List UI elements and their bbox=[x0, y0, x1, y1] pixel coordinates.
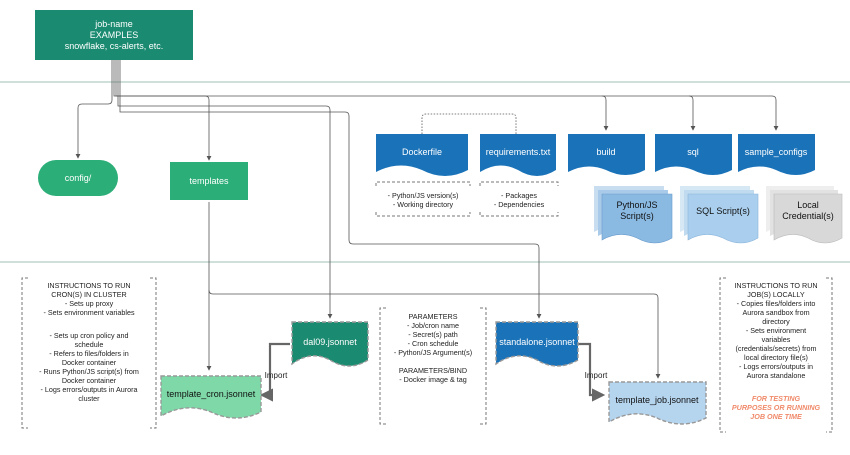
param-line: PARAMETERS/BIND bbox=[398, 366, 468, 375]
param-line: - Docker image & tag bbox=[399, 375, 467, 384]
cron-instr-line: - Sets environment variables bbox=[43, 308, 135, 317]
sample-configs-label: sample_configs bbox=[745, 147, 808, 157]
requirements-notes: - Packages - Dependencies bbox=[482, 191, 556, 209]
sql-stack-line-1: SQL Script(s) bbox=[696, 206, 750, 216]
cron-instr-spacer bbox=[28, 317, 150, 331]
local-instr-line: directory bbox=[762, 317, 790, 326]
local-instr-line: local directory file(s) bbox=[744, 353, 808, 362]
local-instr-line: Aurora sandbox from bbox=[742, 308, 810, 317]
credentials-stack-line-1: Local bbox=[797, 200, 819, 210]
param-line: PARAMETERS bbox=[408, 312, 458, 321]
dockerfile-label: Dockerfile bbox=[402, 147, 442, 157]
requirements-node: requirements.txt bbox=[480, 134, 556, 176]
import-arrow-cron bbox=[259, 342, 290, 402]
requirements-label: requirements.txt bbox=[486, 147, 551, 157]
cron-instr-line: Docker container bbox=[61, 376, 117, 385]
dockerfile-note-1: - Python/JS version(s) bbox=[387, 191, 459, 200]
edge-root-templates bbox=[113, 60, 212, 161]
local-instr-line: - Logs errors/outputs in bbox=[739, 362, 813, 371]
param-line: - Cron schedule bbox=[407, 339, 459, 348]
template-job-node: template_job.jsonnet bbox=[608, 381, 707, 425]
cron-instr-line: - Runs Python/JS script(s) from bbox=[39, 367, 139, 376]
edge-root-sql bbox=[602, 95, 696, 131]
cron-instr-line: INSTRUCTIONS TO RUN bbox=[47, 281, 131, 290]
local-instr-line: INSTRUCTIONS TO RUN bbox=[734, 281, 818, 290]
param-line: - Secret(s) path bbox=[408, 330, 458, 339]
template-job-label: template_job.jsonnet bbox=[615, 395, 699, 405]
template-cron-label: template_cron.jsonnet bbox=[167, 389, 256, 399]
sql-node: sql bbox=[655, 134, 732, 175]
parameters-notes: PARAMETERS - Job/cron name - Secret(s) p… bbox=[386, 312, 480, 384]
job-name-subtitle: EXAMPLES bbox=[89, 29, 139, 40]
dal09-label: dal09.jsonnet bbox=[303, 337, 357, 347]
cron-instr-line: schedule bbox=[74, 340, 104, 349]
standalone-node: standalone.jsonnet bbox=[495, 321, 579, 367]
credentials-stack: Local Credential(s) bbox=[766, 186, 843, 244]
local-instr-line: - Sets environment bbox=[745, 326, 807, 335]
edge-root-config bbox=[75, 60, 113, 159]
dockerfile-node: Dockerfile bbox=[376, 134, 468, 176]
local-instr-line: (credentials/secrets) from bbox=[735, 344, 817, 353]
cron-instr-line: - Refers to files/folders in bbox=[49, 349, 129, 358]
connectors bbox=[75, 60, 779, 379]
templates-label: templates bbox=[189, 175, 229, 186]
cron-instr-line: CRON(S) IN CLUSTER bbox=[51, 290, 127, 299]
testing-note-line: FOR TESTING bbox=[751, 394, 801, 403]
local-instr-line: - Copies files/folders into bbox=[736, 299, 816, 308]
job-name-examples: snowflake, cs-alerts, etc. bbox=[64, 40, 164, 51]
edge-dockerfile-requirements bbox=[421, 113, 517, 134]
edge-root-sample-configs bbox=[689, 95, 779, 131]
parameters-bracket bbox=[379, 307, 487, 425]
local-instr-spacer bbox=[726, 380, 826, 394]
cron-instr-line: - Logs errors/outputs in Aurora bbox=[40, 385, 138, 394]
template-cron-node: template_cron.jsonnet bbox=[160, 375, 262, 419]
local-instr-line: variables bbox=[761, 335, 791, 344]
sql-label: sql bbox=[687, 147, 699, 157]
job-name-title: job-name bbox=[95, 18, 133, 29]
edge-root-dal09 bbox=[117, 60, 333, 319]
job-name-node: job-name EXAMPLES snowflake, cs-alerts, … bbox=[35, 10, 193, 60]
dockerfile-notes-brackets bbox=[375, 181, 559, 217]
credentials-stack-line-2: Credential(s) bbox=[782, 211, 834, 221]
sql-script-stack: SQL Script(s) bbox=[680, 186, 759, 244]
requirements-note-1: - Packages bbox=[501, 191, 537, 200]
build-label: build bbox=[596, 147, 615, 157]
requirements-note-2: - Dependencies bbox=[493, 200, 545, 209]
import-label-cron: Import bbox=[265, 371, 288, 380]
param-spacer bbox=[386, 357, 480, 366]
dal09-node: dal09.jsonnet bbox=[291, 321, 369, 367]
edge-root-build bbox=[115, 60, 609, 131]
local-instr-line: JOB(S) LOCALLY bbox=[747, 290, 805, 299]
config-label: config/ bbox=[64, 172, 92, 183]
edge-templates-template-job bbox=[208, 289, 661, 379]
testing-note-line: PURPOSES OR RUNNING bbox=[731, 403, 821, 412]
cron-instr-line: - Sets up proxy bbox=[64, 299, 114, 308]
param-line: - Job/cron name bbox=[407, 321, 459, 330]
local-instructions: INSTRUCTIONS TO RUN JOB(S) LOCALLY - Cop… bbox=[726, 281, 826, 421]
build-script-stack: Python/JS Script(s) bbox=[594, 186, 673, 244]
dockerfile-note-2: - Working directory bbox=[392, 200, 454, 209]
cron-instr-line: - Sets up cron policy and bbox=[49, 331, 129, 340]
standalone-label: standalone.jsonnet bbox=[499, 337, 575, 347]
local-instr-line: Aurora standalone bbox=[746, 371, 806, 380]
cron-instr-line: Docker container bbox=[61, 358, 117, 367]
cron-instr-line: cluster bbox=[78, 394, 100, 403]
local-instructions-bracket bbox=[719, 277, 833, 433]
cron-instructions: INSTRUCTIONS TO RUN CRON(S) IN CLUSTER -… bbox=[28, 281, 150, 403]
import-label-job: Import bbox=[585, 371, 608, 380]
dockerfile-notes: - Python/JS version(s) - Working directo… bbox=[378, 191, 468, 209]
build-stack-line-2: Script(s) bbox=[620, 211, 654, 221]
cron-instructions-bracket bbox=[21, 277, 157, 429]
sample-configs-node: sample_configs bbox=[738, 134, 815, 175]
build-stack-line-1: Python/JS bbox=[616, 200, 657, 210]
param-line: - Python/JS Argument(s) bbox=[393, 348, 473, 357]
testing-note-line: JOB ONE TIME bbox=[750, 412, 802, 421]
build-node: build bbox=[568, 134, 645, 175]
config-node: config/ bbox=[38, 160, 118, 196]
templates-node: templates bbox=[170, 162, 248, 200]
edge-root-standalone bbox=[119, 60, 542, 319]
